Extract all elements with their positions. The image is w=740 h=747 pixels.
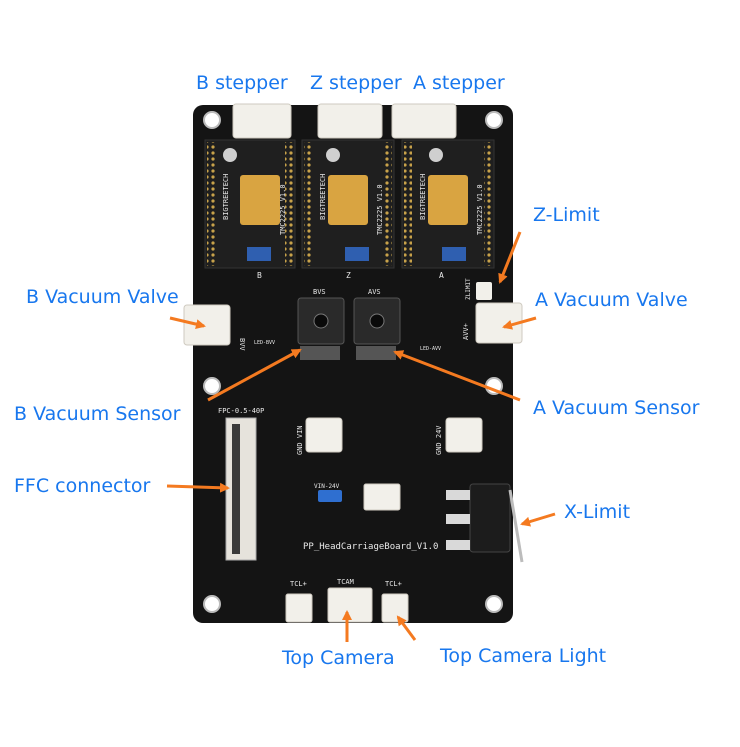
driver-a (401, 139, 495, 269)
driver-b-brand: BIGTREETECH (222, 174, 230, 220)
arrow-b-sensor (207, 348, 302, 402)
driver-b-model: TMC2225 V1.0 (279, 184, 287, 235)
driver-z-model: TMC2225 V1.0 (376, 184, 384, 235)
slot-a-label: A (439, 271, 444, 280)
arrow-a-sensor (393, 350, 521, 402)
ffc-silk: FPC-0.5-40P (218, 407, 264, 415)
tcl-left-silk: TCL+ (290, 580, 307, 588)
driver-b (204, 139, 296, 269)
avs-silk: AVS (368, 288, 381, 296)
led-bvv-silk: LED-BVV (254, 340, 275, 346)
bvs-silk: BVS (313, 288, 326, 296)
vin-24v-silk: VIN-24V (314, 483, 340, 490)
slot-b-label: B (257, 271, 262, 280)
b-valve-connector (183, 304, 231, 346)
label-b-vacuum-sensor: B Vacuum Sensor (14, 403, 181, 425)
callout-arrows (166, 231, 556, 642)
label-z-limit: Z-Limit (533, 204, 600, 226)
slot-z-label: Z (346, 271, 351, 280)
arrow-top-camera-light (396, 615, 417, 641)
arrow-b-valve (169, 316, 206, 330)
label-ffc-connector: FFC connector (14, 475, 151, 497)
ffc-connector-part (225, 417, 257, 561)
driver-a-brand: BIGTREETECH (419, 174, 427, 220)
label-a-stepper: A stepper (413, 72, 505, 94)
label-z-stepper: Z stepper (310, 72, 402, 94)
label-top-camera: Top Camera (282, 647, 395, 669)
gnd-24v-silk: GND 24V (435, 425, 443, 455)
board-name-silk: PP_HeadCarriageBoard_V1.0 (303, 542, 438, 552)
vin-jumper (318, 490, 342, 502)
z-limit-connector (476, 282, 492, 300)
gnd-vin-silk: GND VIN (296, 425, 304, 455)
vin-connector (305, 417, 343, 453)
label-x-limit: X-Limit (564, 501, 631, 523)
label-a-vacuum-sensor: A Vacuum Sensor (533, 397, 700, 419)
24v-connector (445, 417, 483, 453)
tcl-left-connector (285, 593, 313, 623)
avv-silk: AVV+ (462, 323, 470, 340)
tcl-right-connector (381, 593, 409, 623)
arrow-z-limit (498, 231, 522, 284)
led-avv-silk: LED-AVV (420, 346, 441, 352)
label-b-stepper: B stepper (196, 72, 288, 94)
tcl-right-silk: TCL+ (385, 580, 402, 588)
label-b-vacuum-valve: B Vacuum Valve (26, 286, 179, 308)
a-vacuum-sensor-part (353, 297, 401, 360)
small-connector (363, 483, 401, 511)
label-top-camera-light: Top Camera Light (440, 645, 607, 667)
tcam-silk: TCAM (337, 578, 354, 586)
zlimit-silk: ZLIMIT (465, 278, 472, 300)
b-vacuum-sensor-part (297, 297, 345, 360)
stepper-connectors (232, 103, 457, 139)
label-a-vacuum-valve: A Vacuum Valve (535, 289, 688, 311)
x-limit-switch (469, 483, 511, 553)
tcam-connector (327, 587, 373, 623)
arrow-a-valve (502, 316, 537, 330)
bvv-silk: BVV (238, 338, 246, 351)
driver-a-model: TMC2225 V1.0 (476, 184, 484, 235)
arrow-x-limit (520, 512, 556, 527)
driver-z-brand: BIGTREETECH (319, 174, 327, 220)
driver-z (301, 139, 395, 269)
arrow-ffc (166, 482, 230, 493)
